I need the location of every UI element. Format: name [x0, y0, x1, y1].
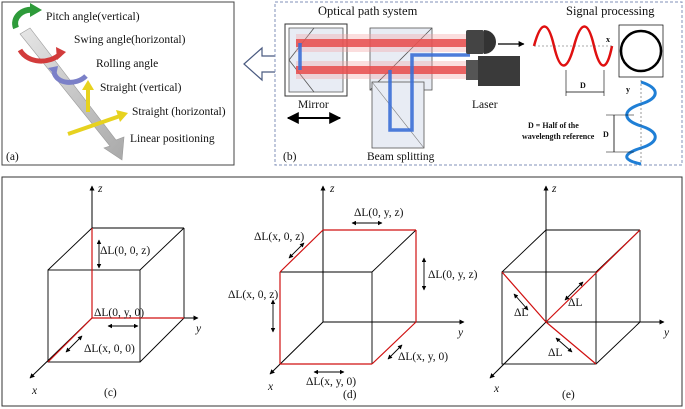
- straight-vertical-head-icon: [82, 80, 94, 90]
- signal-title: Signal processing: [566, 4, 655, 18]
- rolling-arrowhead-icon: [48, 66, 58, 76]
- c-label-z: ΔL(0, 0, z): [100, 245, 150, 257]
- label-linear: Linear positioning: [130, 133, 215, 145]
- d-label-bottom-front: ΔL(x, y, 0): [306, 376, 356, 388]
- formula-line-2: wavelength reference: [522, 132, 595, 141]
- beam-splitting-label: Beam splitting: [367, 151, 435, 163]
- c-label-y: ΔL(0, y, 0): [94, 307, 144, 319]
- laser-label: Laser: [472, 99, 498, 111]
- beam-splitter-diag: [369, 27, 433, 91]
- c-z-label: z: [97, 183, 103, 195]
- c-arrow-x-icon: [65, 335, 83, 353]
- e-label-3: ΔL: [548, 347, 562, 359]
- panel-d-tag: (d): [343, 389, 357, 401]
- bottom-panels-border: [1, 176, 683, 407]
- panel-c: z y x ΔL(0, 0, z) ΔL(0, y, 0) ΔL(x, 0, 0…: [29, 183, 202, 399]
- d-y-label: y: [457, 327, 464, 339]
- straight-horizontal-head-icon: [116, 110, 128, 122]
- panel-a-border: [1, 1, 235, 166]
- formula-line-1: D = Half of the: [528, 121, 579, 130]
- beam-red-bottom: [296, 66, 472, 74]
- panel-e: z y x ΔL ΔL ΔL (e): [489, 183, 670, 401]
- panel-e-tag: (e): [562, 389, 575, 401]
- e-red-diagonal-1: [545, 229, 641, 323]
- laser-dome: [484, 30, 496, 54]
- label-pitch: Pitch angle(vertical): [46, 11, 140, 23]
- e-y-label: y: [663, 327, 670, 339]
- panel-a: Pitch angle(vertical) Swing angle(horizo…: [1, 1, 235, 166]
- d-red-edge: [371, 321, 417, 365]
- e-x-label: x: [493, 383, 500, 395]
- swing-arrowhead-icon: [56, 47, 66, 60]
- c-y-label: y: [195, 323, 202, 335]
- c-cube-front: [47, 269, 141, 363]
- c-x-label: x: [31, 385, 38, 397]
- beam-blue-path: [298, 43, 470, 132]
- d-label-vertical: D: [603, 130, 609, 139]
- mirror-diag-2: [288, 59, 315, 93]
- straight-horizontal-arrow-icon: [67, 114, 121, 136]
- d-label-right-z: ΔL(0, y, z): [428, 269, 478, 281]
- d-label-left-z: ΔL(x, 0, z): [228, 289, 278, 301]
- c-cube-edge: [139, 317, 185, 363]
- optical-title: Optical path system: [318, 4, 418, 18]
- laser-block: [478, 56, 520, 86]
- x-label: x: [606, 35, 610, 44]
- panel-b: Optical path system Signal processing La…: [274, 1, 683, 166]
- d-label-top-y: ΔL(0, y, z): [354, 207, 404, 219]
- c-cube-edge: [139, 227, 185, 271]
- panel-b-tag: (b): [283, 151, 297, 163]
- laser-body: [466, 60, 478, 80]
- e-arrow-2-icon: [513, 293, 529, 311]
- e-cube-edge: [501, 229, 547, 273]
- pitch-arrowhead-icon: [30, 3, 42, 17]
- d-arrow-bottom-right-icon: [387, 344, 403, 360]
- d-arrow-top-x-icon: [288, 242, 305, 259]
- y-label: y: [626, 85, 630, 94]
- d-label-bottom-right: ΔL(x, y, 0): [398, 351, 448, 363]
- label-straight-vertical: Straight (vertical): [100, 82, 182, 94]
- panel-d: z y x ΔL(0, y, z) ΔL(x, 0, z) ΔL(0, y, z…: [228, 183, 478, 401]
- lissajous-circle: [619, 29, 663, 73]
- d-z-label: z: [329, 183, 335, 195]
- laser-head-top: [466, 30, 484, 54]
- e-arrow-3-icon: [555, 337, 573, 353]
- c-red-edge-x: [47, 317, 93, 363]
- d-label-horizontal: D: [580, 81, 586, 90]
- c-label-x: ΔL(x, 0, 0): [84, 343, 135, 355]
- lower-prism-diag1: [371, 81, 425, 149]
- e-cube-front: [501, 271, 597, 365]
- e-label-1: ΔL: [568, 297, 582, 309]
- c-cube-edge: [47, 227, 93, 271]
- label-swing: Swing angle(horizontal): [74, 34, 186, 46]
- e-label-2: ΔL: [514, 307, 528, 319]
- beam-red-glow-top: [296, 34, 472, 52]
- d-x-label: x: [267, 381, 274, 393]
- label-straight-horizontal: Straight (horizontal): [132, 106, 226, 118]
- mirror-label: Mirror: [298, 99, 329, 111]
- e-x-axis: [489, 321, 547, 379]
- panel-a-tag: (a): [6, 151, 19, 163]
- d-cube-edge: [371, 229, 417, 273]
- d-x-axis: [269, 321, 324, 375]
- d-label-top-x: ΔL(x, 0, z): [254, 231, 304, 243]
- label-rolling: Rolling angle: [96, 58, 158, 70]
- e-cube-edge: [595, 321, 641, 365]
- lissajous-frame: [618, 24, 664, 78]
- e-z-label: z: [551, 183, 557, 195]
- beam-red-top: [296, 39, 472, 47]
- e-arrow-1-icon: [564, 281, 584, 301]
- beam-red-glow-bottom: [296, 61, 472, 79]
- panel-c-tag: (c): [104, 387, 117, 399]
